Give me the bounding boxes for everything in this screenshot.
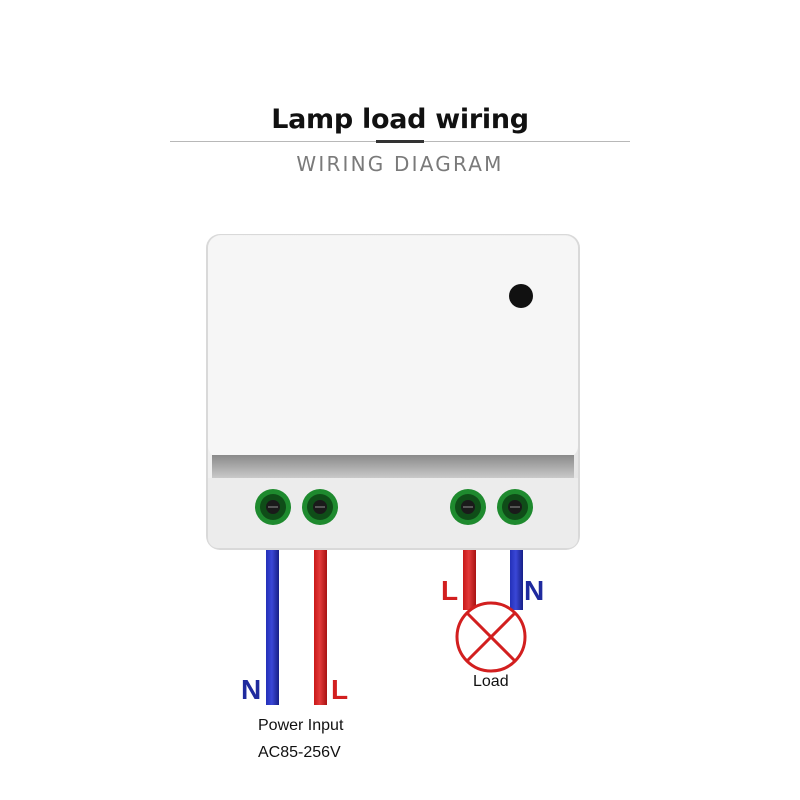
terminal-load-live <box>450 489 486 525</box>
page-subtitle: WIRING DIAGRAM <box>296 152 504 176</box>
load-caption: Load <box>473 673 509 690</box>
title-divider-accent <box>376 140 424 143</box>
power-live-label: L <box>331 674 349 705</box>
terminal-power-live <box>302 489 338 525</box>
load-live-label: L <box>441 575 459 606</box>
terminal-load-neutral <box>497 489 533 525</box>
lamp-symbol-icon <box>455 601 527 673</box>
power-input-caption: Power Input <box>258 717 344 734</box>
switch-module <box>206 234 580 550</box>
load-neutral-wire <box>510 540 523 610</box>
terminal-power-neutral <box>255 489 291 525</box>
power-neutral-wire <box>266 540 279 705</box>
load-neutral-label: N <box>524 575 545 606</box>
page-title: Lamp load wiring <box>271 104 529 135</box>
power-neutral-label: N <box>241 674 262 705</box>
pairing-button-icon[interactable] <box>509 284 533 308</box>
power-live-wire <box>314 540 327 705</box>
load-live-wire <box>463 540 476 610</box>
voltage-caption: AC85-256V <box>258 744 341 761</box>
